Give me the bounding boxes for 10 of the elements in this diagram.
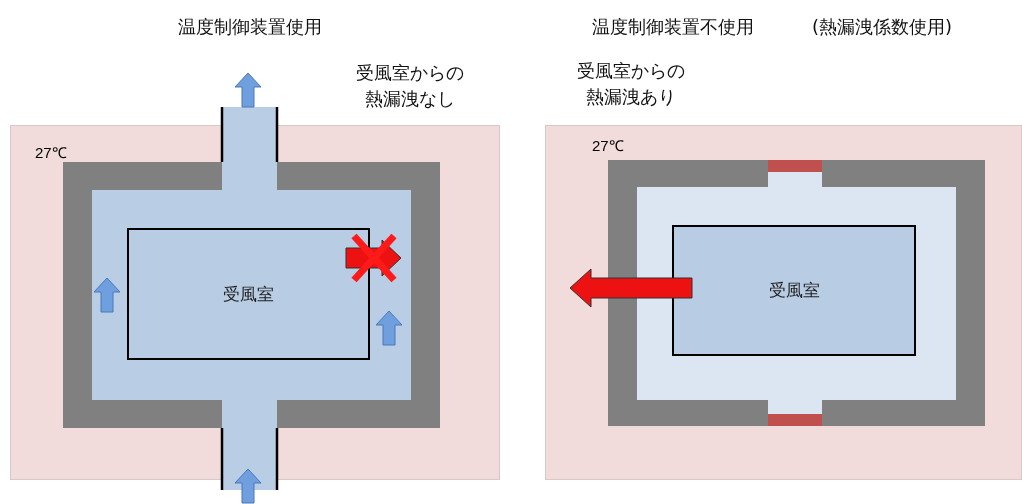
panel-title: 温度制御装置不使用 — [592, 15, 755, 39]
ambient-area — [545, 125, 1022, 480]
annotation-text: 受風室からの熱漏洩なし — [355, 61, 465, 111]
chamber-box: 受風室 — [672, 225, 916, 356]
panel-title: (熱漏洩係数使用) — [812, 15, 954, 39]
temperature-label: 27℃ — [35, 143, 67, 162]
annotation-text: 受風室からの熱漏洩あり — [576, 59, 686, 109]
panel-title: 温度制御装置使用 — [177, 15, 323, 39]
chamber-box: 受風室 — [127, 228, 370, 360]
temperature-label: 27℃ — [592, 136, 624, 155]
